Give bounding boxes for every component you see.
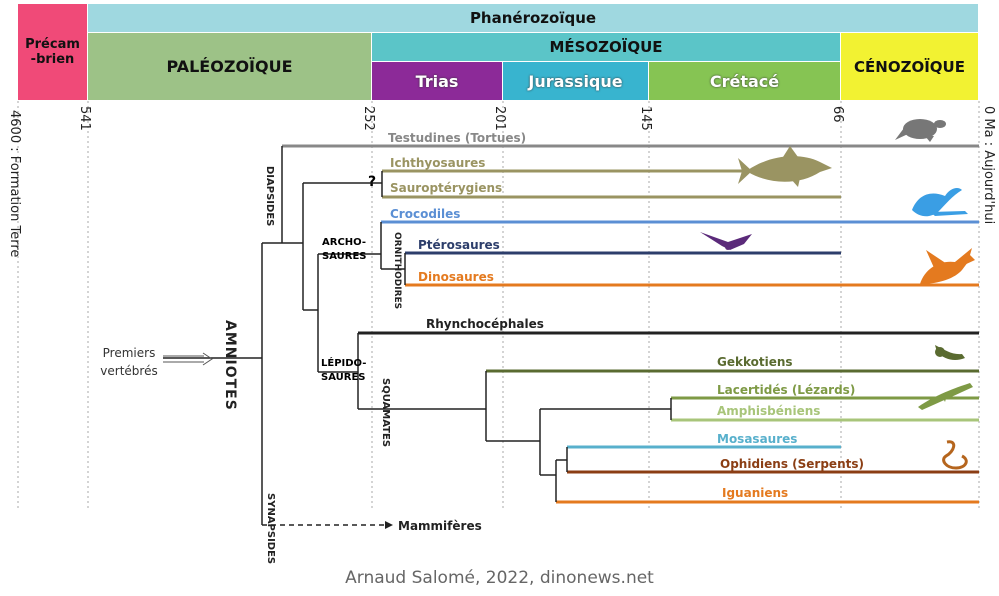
axis-label-66: 66 [830, 106, 845, 123]
clade-archosaures: ARCHO-SAURES [322, 237, 367, 262]
taxon-label-testudines: Testudines (Tortues) [388, 131, 527, 145]
jurassic-band: Jurassique [503, 62, 649, 101]
clade-diapsides: DIAPSIDES [264, 166, 275, 227]
taxon-label-dinosaures: Dinosaures [418, 270, 494, 284]
synapsid-arrowhead [385, 521, 393, 529]
triassic-band: Trias [372, 62, 503, 101]
crocodile-icon [912, 188, 968, 217]
hollow-arrow [163, 352, 213, 366]
taxon-label-mosasaures: Mosasaures [717, 432, 798, 446]
dinosaur-icon [920, 248, 975, 284]
cenozoic-band: CÉNOZOÏQUE [841, 33, 979, 101]
snake-icon [942, 440, 968, 470]
axis-label-145: 145 [638, 106, 653, 131]
precambrian-label: Précam-brien [25, 37, 80, 67]
clade-ornithodires: ORNITHODIRES [392, 232, 402, 310]
gecko-icon [935, 345, 965, 360]
taxon-label-rhynchocephales: Rhynchocéphales [426, 317, 544, 331]
ichthyosaur-icon [738, 146, 832, 187]
clade-lepidosaures: LÉPIDO-SAURES [321, 358, 367, 383]
mesozoic-label: MÉSOZOÏQUE [549, 38, 663, 56]
cretaceous-label: Crétacé [709, 71, 780, 91]
axis-label-541: 541 [77, 106, 92, 131]
mammals-label: Mammifères [398, 519, 482, 533]
triassic-label: Trias [415, 71, 459, 91]
cretaceous-band: Crétacé [649, 62, 841, 101]
taxon-label-iguaniens: Iguaniens [722, 486, 789, 500]
jurassic-label: Jurassique [528, 71, 623, 91]
taxon-label-ichthyosaures: Ichthyosaures [390, 156, 486, 170]
clade-amniotes: AMNIOTES [222, 320, 238, 411]
credit-text: Arnaud Salomé, 2022, dinonews.net [345, 568, 654, 588]
paleozoic-band: PALÉOZOÏQUE [88, 33, 372, 101]
premiers-vertebres-label: Premiers vertébrés [100, 346, 158, 378]
axis-label-252: 252 [361, 106, 376, 131]
taxon-label-lacertides: Lacertidés (Lézards) [717, 383, 856, 397]
taxon-label-crocodiles: Crocodiles [390, 207, 461, 221]
turtle-icon [895, 119, 946, 142]
taxon-label-gekkotiens: Gekkotiens [717, 355, 793, 369]
pterosaur-icon [700, 232, 752, 250]
clade-squamates: SQUAMATES [380, 378, 391, 448]
phanerozoic-band: Phanérozoïque [88, 4, 979, 33]
paleozoic-label: PALÉOZOÏQUE [166, 57, 293, 76]
axis-label-4600: 4600 : Formation Terre [7, 110, 22, 258]
taxon-label-pterosaures: Ptérosaures [418, 238, 500, 252]
clade-synapsides: SYNAPSIDES [265, 493, 276, 565]
axis-label-0: 0 Ma : Aujourd'hui [981, 106, 996, 225]
cenozoic-label: CÉNOZOÏQUE [854, 57, 965, 76]
phanerozoic-label: Phanérozoïque [469, 9, 597, 27]
taxon-label-ophidiens: Ophidiens (Serpents) [720, 457, 864, 471]
mesozoic-band: MÉSOZOÏQUE [372, 33, 841, 62]
lizard-icon [918, 383, 973, 410]
tree-branches [163, 146, 672, 525]
precambrian-band: Précam-brien [18, 4, 88, 101]
question-mark: ? [368, 174, 377, 190]
axis-label-201: 201 [492, 106, 507, 131]
taxon-label-sauropterygiens: Sauroptérygiens [390, 181, 503, 195]
taxon-label-amphisbeniens: Amphisbéniens [717, 404, 821, 418]
